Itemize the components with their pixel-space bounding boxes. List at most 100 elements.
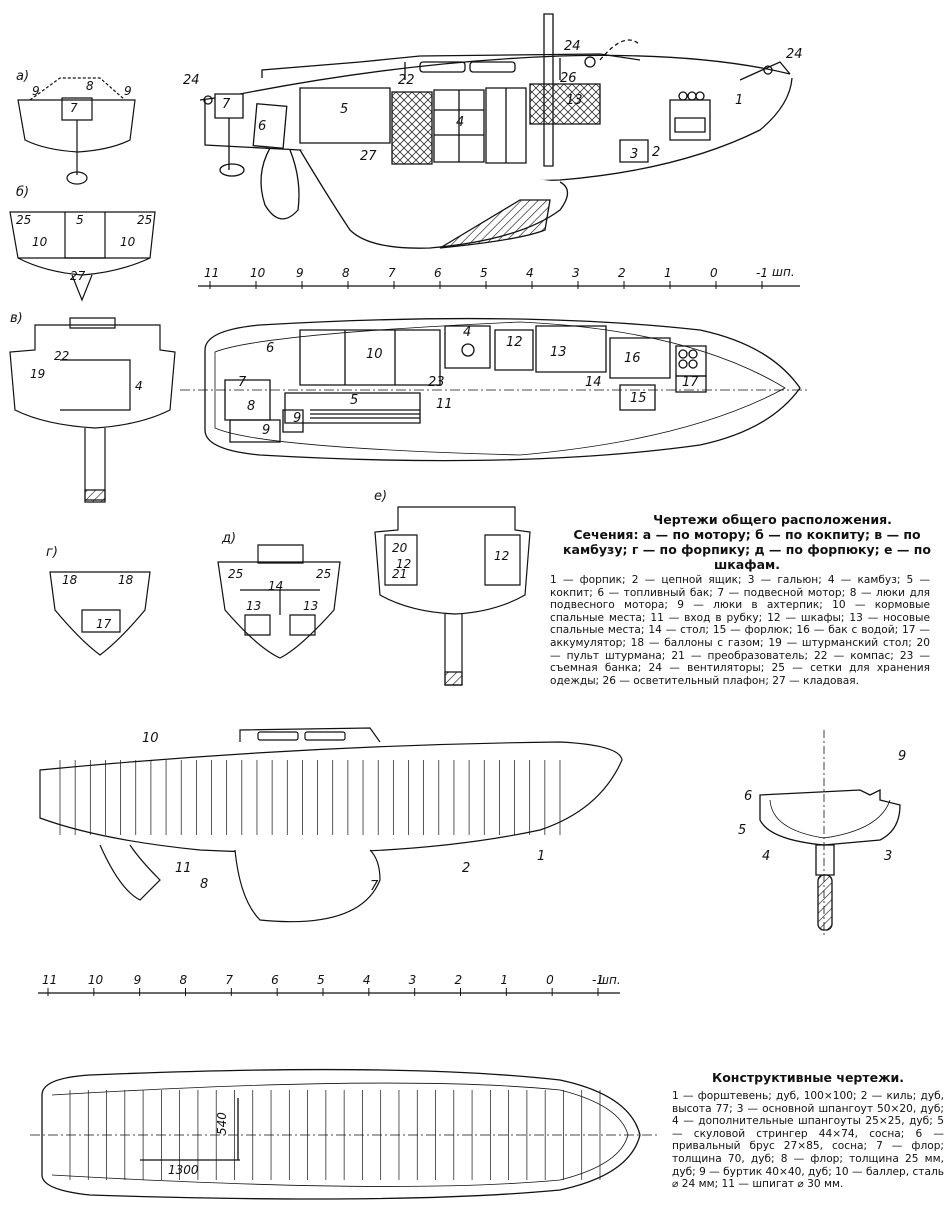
svg-text:шп.: шп. [772, 265, 795, 279]
svg-text:б): б) [16, 185, 29, 200]
svg-text:25: 25 [16, 213, 31, 227]
svg-text:27: 27 [70, 269, 86, 283]
svg-text:4: 4 [135, 379, 143, 393]
scale-tick-label: 4 [526, 266, 534, 280]
svg-text:5: 5 [340, 102, 348, 117]
svg-text:14: 14 [585, 375, 602, 390]
svg-text:540: 540 [215, 1112, 229, 1135]
svg-text:6: 6 [266, 341, 274, 356]
section-e [375, 507, 530, 685]
scale-tick-label: 10 [250, 266, 266, 280]
svg-text:12: 12 [396, 557, 411, 571]
scale-tick-label: 1 [500, 973, 508, 987]
svg-text:д): д) [221, 531, 236, 546]
structural-plan-view [30, 1070, 660, 1199]
svg-text:11: 11 [175, 861, 192, 876]
scale-tick-label: 11 [42, 973, 57, 987]
section-v [10, 318, 175, 502]
structural-section-view [760, 730, 900, 935]
svg-text:21: 21 [392, 567, 407, 581]
svg-text:9: 9 [124, 84, 132, 98]
scale-tick-label: 8 [342, 266, 350, 280]
svg-text:7: 7 [238, 375, 247, 390]
svg-text:4: 4 [456, 115, 464, 130]
svg-text:10: 10 [32, 235, 48, 249]
svg-text:6: 6 [258, 119, 266, 134]
svg-text:20: 20 [392, 541, 408, 555]
scale-tick-label: 2 [618, 266, 626, 280]
structural-drawings-legend: 1 — форштевень; дуб, 100×100; 2 — киль; … [672, 1090, 944, 1191]
general-arrangement-subtitle: Сечения: а — по мотору; б — по кокпиту; … [563, 527, 931, 572]
general-plan-view [180, 319, 810, 461]
svg-text:4: 4 [762, 849, 770, 864]
svg-text:17: 17 [682, 375, 699, 390]
scale-tick-label: 3 [409, 973, 417, 987]
svg-text:22: 22 [54, 349, 69, 363]
svg-text:23: 23 [428, 375, 445, 390]
scale-tick-label: -1 [756, 266, 768, 280]
svg-text:8: 8 [200, 877, 208, 892]
scale-tick-label: 3 [572, 266, 580, 280]
scale-tick-label: 4 [363, 973, 371, 987]
svg-text:15: 15 [630, 391, 647, 406]
general-arrangement-title: Чертежи общего расположения. [653, 512, 892, 527]
svg-text:9: 9 [32, 84, 40, 98]
section-g [50, 572, 150, 655]
svg-text:25: 25 [228, 567, 243, 581]
svg-text:13: 13 [246, 599, 261, 613]
svg-text:17: 17 [96, 617, 112, 631]
section-a-labels: а) 9 7 8 9 [16, 69, 132, 115]
svg-text:14: 14 [268, 579, 283, 593]
svg-text:9: 9 [293, 411, 301, 426]
section-v-labels: в) 22 19 4 [10, 311, 143, 393]
svg-text:10: 10 [366, 347, 383, 362]
scale-tick-label: 7 [388, 266, 396, 280]
svg-text:1: 1 [537, 849, 545, 864]
structural-profile-view [40, 728, 622, 922]
svg-text:6: 6 [744, 789, 752, 804]
section-b [10, 212, 155, 300]
svg-text:5: 5 [738, 823, 746, 838]
svg-text:1300: 1300 [168, 1163, 199, 1177]
svg-text:26: 26 [560, 71, 577, 86]
section-b-labels: б) 25 5 25 10 10 27 [16, 185, 152, 283]
svg-text:в): в) [10, 311, 23, 326]
section-a [18, 78, 135, 184]
svg-text:10: 10 [120, 235, 136, 249]
svg-text:19: 19 [30, 367, 45, 381]
svg-text:2: 2 [462, 861, 470, 876]
svg-text:а): а) [16, 69, 29, 84]
svg-text:3: 3 [630, 147, 638, 162]
scale-tick-label: 5 [480, 266, 488, 280]
svg-text:4: 4 [463, 325, 471, 340]
svg-text:7: 7 [70, 101, 78, 115]
svg-text:г): г) [46, 545, 58, 560]
svg-text:е): е) [374, 489, 387, 504]
svg-text:22: 22 [398, 73, 415, 88]
svg-text:9: 9 [262, 423, 270, 438]
svg-text:24: 24 [183, 73, 200, 88]
svg-text:12: 12 [506, 335, 523, 350]
scale-tick-label: 9 [134, 973, 142, 987]
section-e-labels: е) 20 12 21 12 [374, 489, 509, 581]
general-profile-labels: 24 7 6 5 27 22 4 26 13 24 3 2 1 24 [183, 39, 803, 164]
svg-text:24: 24 [786, 47, 803, 62]
svg-text:13: 13 [566, 93, 583, 108]
svg-text:3: 3 [884, 849, 892, 864]
scale-tick-label: 10 [88, 973, 104, 987]
structural-profile-labels: 10 11 8 2 1 7 [142, 731, 545, 894]
svg-text:2: 2 [652, 145, 660, 160]
scale-tick-label: 2 [455, 973, 463, 987]
svg-text:12: 12 [494, 549, 509, 563]
svg-text:13: 13 [550, 345, 567, 360]
svg-text:5: 5 [350, 393, 358, 408]
svg-text:24: 24 [564, 39, 581, 54]
svg-text:8: 8 [247, 399, 255, 414]
svg-text:5: 5 [76, 213, 84, 227]
section-g-labels: г) 18 18 17 [46, 545, 134, 631]
general-plan-labels: 6 7 8 9 9 5 10 23 11 4 12 13 14 15 16 17 [238, 325, 699, 438]
general-arrangement-legend: 1 — форпик; 2 — цепной ящик; 3 — гальюн;… [550, 574, 930, 687]
